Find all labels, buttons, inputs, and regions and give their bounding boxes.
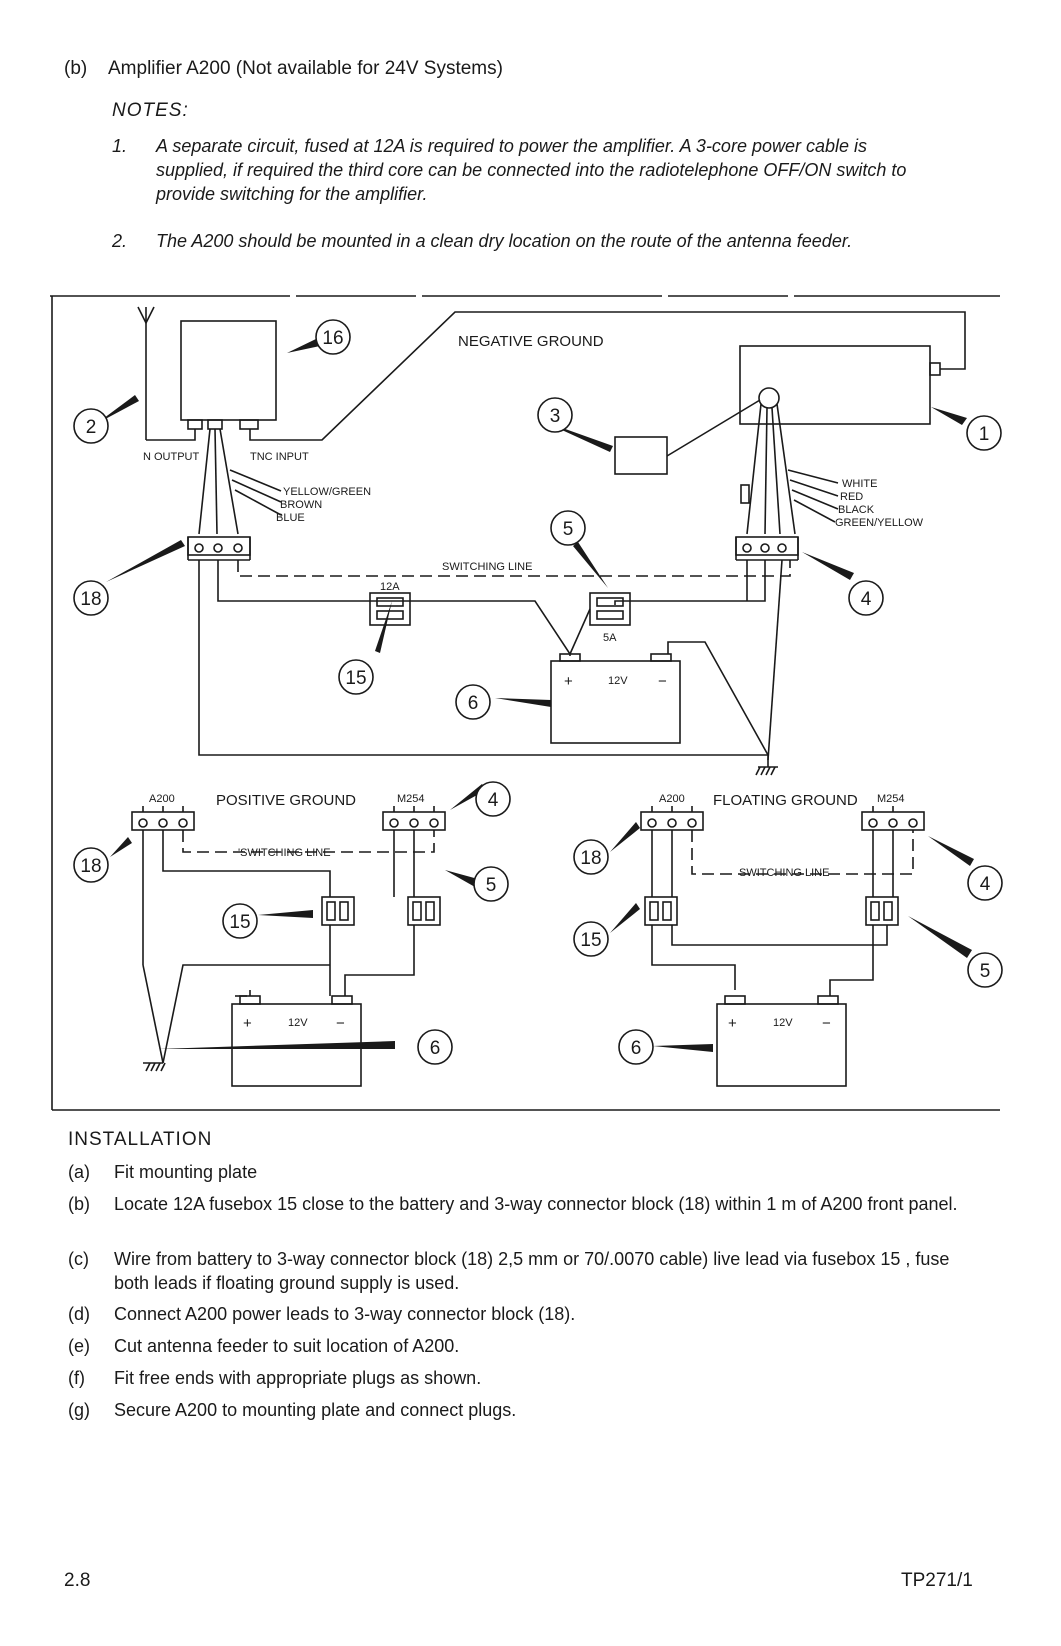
step-text: Wire from battery to 3-way connector blo… <box>114 1249 950 1293</box>
battery-minus-label: − <box>822 1015 831 1032</box>
n-output-label: N OUTPUT <box>143 451 200 463</box>
callout-5: 5 <box>550 510 586 546</box>
note-number: 2. <box>112 231 128 251</box>
floating-ground-label: FLOATING GROUND <box>713 792 858 809</box>
wire-yellow-green-label: YELLOW/GREEN <box>283 486 371 498</box>
callout-label: 4 <box>861 589 872 610</box>
callout-18: 18 <box>73 580 109 616</box>
callouts: 16 2 3 1 5 18 4 15 6 4 18 5 15 6 18 15 4… <box>73 319 1003 1065</box>
battery-plus-label: + <box>728 1015 737 1032</box>
fuse-12a-label: 12A <box>380 581 400 593</box>
positive-ground-label: POSITIVE GROUND <box>216 792 356 809</box>
switching-line-label: SWITCHING LINE <box>739 867 829 879</box>
battery-plus-label: + <box>243 1015 252 1032</box>
callout-6: 6 <box>618 1029 654 1065</box>
step-text: Fit mounting plate <box>114 1162 258 1182</box>
battery-minus-label: − <box>658 673 667 690</box>
wire-blue-label: BLUE <box>276 512 305 524</box>
callout-4: 4 <box>848 580 884 616</box>
wire-white-label: WHITE <box>842 478 877 490</box>
step-label: (c) <box>68 1249 89 1269</box>
wire-brown-label: BROWN <box>280 499 322 511</box>
callout-18: 18 <box>573 839 609 875</box>
callout-label: 18 <box>580 848 601 869</box>
step-text: Secure A200 to mounting plate and connec… <box>114 1400 517 1420</box>
note-number: 1. <box>112 136 128 156</box>
note-text: The A200 should be mounted in a clean dr… <box>156 231 853 251</box>
battery-minus-label: − <box>336 1015 345 1032</box>
step-text: Locate 12A fusebox 15 close to the batte… <box>114 1194 958 1214</box>
step-text: Cut antenna feeder to suit location of A… <box>114 1336 460 1356</box>
step-text: Connect A200 power leads to 3-way connec… <box>114 1304 576 1324</box>
wire-green-yellow-label: GREEN/YELLOW <box>835 517 924 529</box>
battery-plus-label: + <box>564 673 573 690</box>
step-label: (g) <box>68 1400 90 1420</box>
note-text: A separate circuit, fused at 12A is requ… <box>156 136 907 204</box>
switching-line-label: SWITCHING LINE <box>442 561 532 573</box>
callout-label: 15 <box>229 912 250 933</box>
callout-3: 3 <box>537 397 573 433</box>
document-code: TP271/1 <box>901 1570 973 1591</box>
callout-6: 6 <box>455 684 491 720</box>
callout-5: 5 <box>967 952 1003 988</box>
page-number: 2.8 <box>64 1570 91 1591</box>
callout-16: 16 <box>315 319 351 355</box>
battery-voltage-label: 12V <box>608 675 628 687</box>
step-label: (b) <box>68 1194 90 1214</box>
battery-voltage-label: 12V <box>773 1017 793 1029</box>
callout-label: 3 <box>550 406 561 427</box>
m254-label: M254 <box>877 793 905 805</box>
switching-line-label: 'SWITCHING LINE <box>238 847 331 859</box>
callout-label: 18 <box>80 589 101 610</box>
callout-label: 16 <box>322 328 343 349</box>
callout-4: 4 <box>475 781 511 817</box>
callout-4: 4 <box>967 865 1003 901</box>
negative-ground-label: NEGATIVE GROUND <box>458 333 604 350</box>
callout-label: 6 <box>468 693 479 714</box>
step-label: (a) <box>68 1162 90 1182</box>
step-text: Fit free ends with appropriate plugs as … <box>114 1368 482 1388</box>
m254-unit <box>739 345 931 425</box>
callout-label: 4 <box>980 874 991 895</box>
callout-label: 15 <box>580 930 601 951</box>
callout-label: 4 <box>488 790 499 811</box>
step-label: (f) <box>68 1368 85 1388</box>
callout-label: 1 <box>979 424 990 445</box>
a200-unit <box>180 320 277 421</box>
callout-2: 2 <box>73 408 109 444</box>
battery-voltage-label: 12V <box>288 1017 308 1029</box>
a200-label: A200 <box>149 793 175 805</box>
callout-18: 18 <box>73 847 109 883</box>
installation-title: INSTALLATION <box>68 1129 213 1150</box>
callout-15: 15 <box>338 659 374 695</box>
callout-15: 15 <box>222 903 258 939</box>
tnc-input-label: TNC INPUT <box>250 451 309 463</box>
callout-label: 6 <box>631 1038 642 1059</box>
callout-label: 5 <box>980 961 991 982</box>
section-title: Amplifier A200 (Not available for 24V Sy… <box>108 58 503 79</box>
notes-title: NOTES: <box>112 100 189 121</box>
callout-label: 18 <box>80 856 101 877</box>
fuse-5a-label: 5A <box>603 632 617 644</box>
callout-label: 5 <box>486 875 497 896</box>
callout-label: 2 <box>86 417 97 438</box>
wire-red-label: RED <box>840 491 863 503</box>
callout-label: 6 <box>430 1038 441 1059</box>
callout-1: 1 <box>966 415 1002 451</box>
callout-label: 15 <box>345 668 366 689</box>
callout-6: 6 <box>417 1029 453 1065</box>
section-header: (b) Amplifier A200 (Not available for 24V… <box>64 58 503 80</box>
a200-label: A200 <box>659 793 685 805</box>
m254-label: M254 <box>397 793 425 805</box>
step-label: (e) <box>68 1336 90 1356</box>
section-label: (b) <box>64 58 88 79</box>
callout-5: 5 <box>473 866 509 902</box>
callout-15: 15 <box>573 921 609 957</box>
wire-black-label: BLACK <box>838 504 875 516</box>
step-label: (d) <box>68 1304 90 1324</box>
callout-label: 5 <box>563 519 574 540</box>
